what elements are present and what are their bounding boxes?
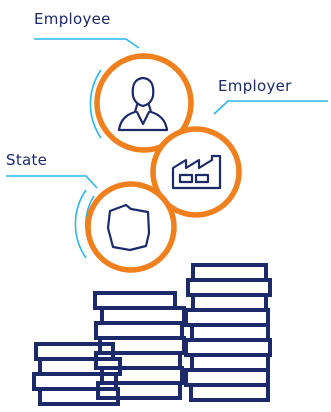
employer-label: Employer (218, 77, 292, 95)
stack-middle-coin (94, 321, 184, 340)
stack-right-coin (184, 308, 270, 327)
stack-right-coin (191, 293, 268, 312)
state-ring (85, 181, 177, 273)
state-label: State (6, 151, 48, 169)
stack-middle-coin (100, 306, 186, 325)
employer-leader-line (213, 100, 328, 115)
stack-right-coin (184, 338, 272, 357)
stack-right-coin (190, 323, 270, 342)
state-leader-line (6, 175, 98, 189)
stack-middle-coin (93, 291, 177, 310)
employer-ring (150, 126, 242, 218)
stack-right-coin (186, 278, 272, 297)
stack-left-coin (38, 387, 120, 406)
state-accent-arc (74, 189, 87, 259)
map-region-icon (106, 203, 151, 252)
stack-right-coin (190, 353, 270, 372)
stack-right-coin (184, 368, 270, 387)
rings (85, 53, 242, 273)
employee-leader-line (34, 38, 140, 49)
factory-icon (171, 154, 222, 190)
stack-right-coin (191, 263, 268, 282)
person-icon (117, 76, 169, 132)
stack-right-coin (189, 383, 270, 402)
employee-label: Employee (34, 10, 111, 28)
coin-stacks-icon (32, 263, 272, 406)
employee-accent-arc (89, 69, 102, 139)
